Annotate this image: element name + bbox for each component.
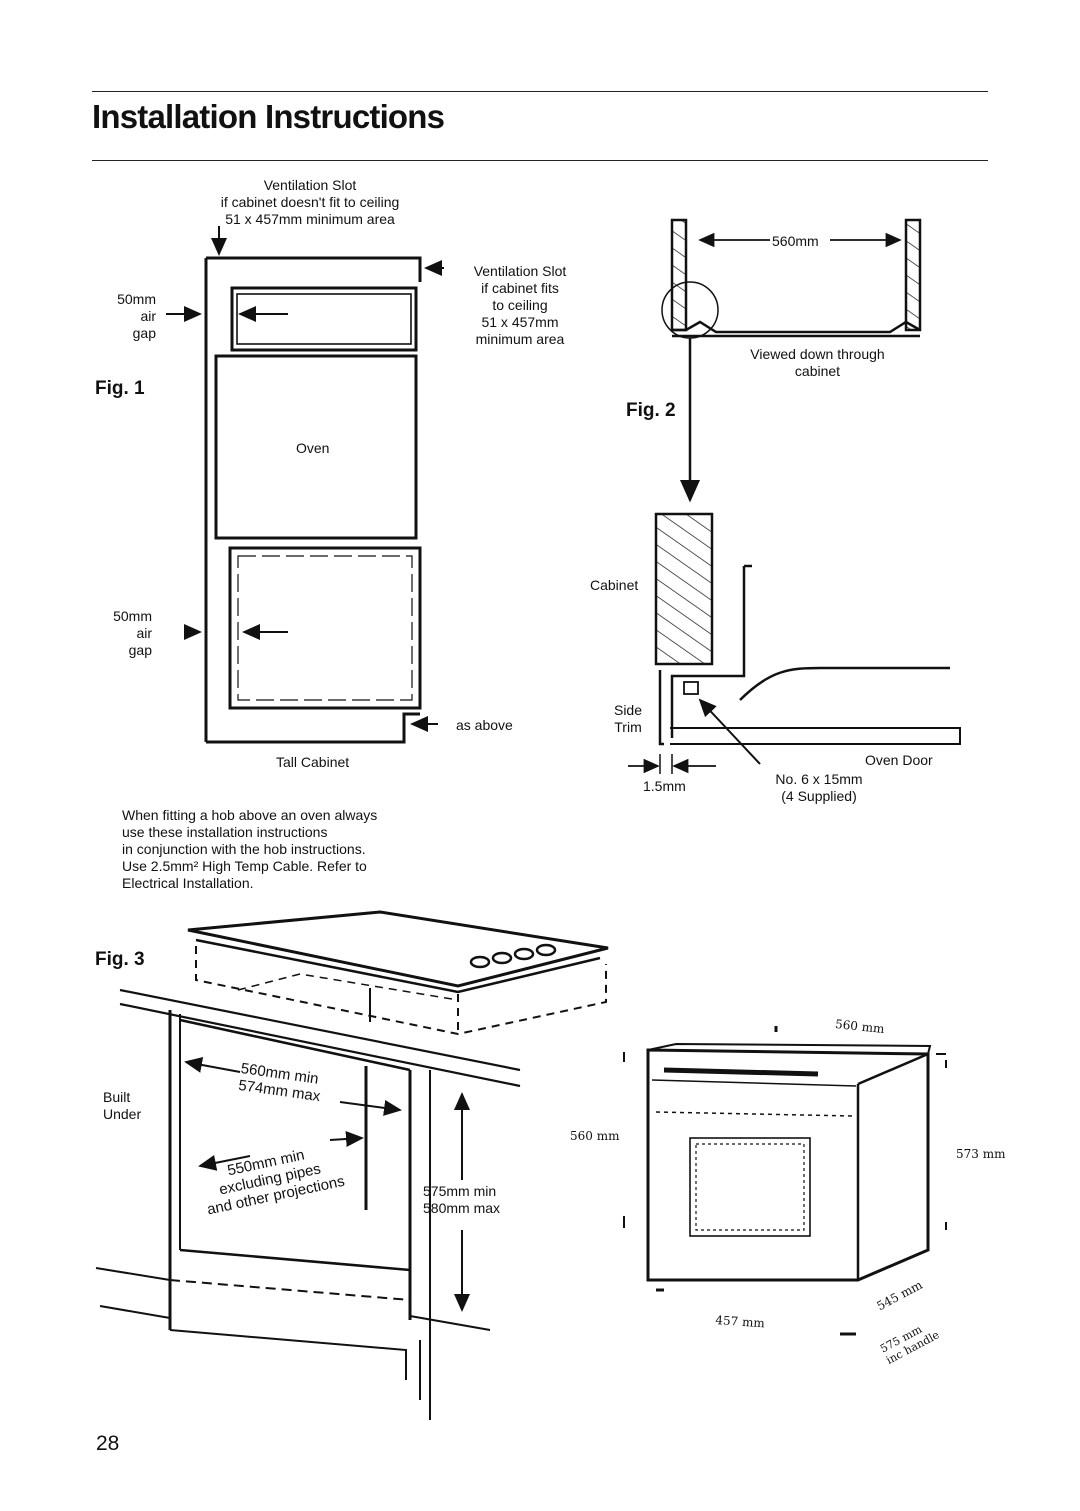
fig1-vent-top-line: Ventilation Slot [263,177,357,193]
fig1-arrows [166,226,444,732]
fig1-vent-right-label: Ventilation Slot if cabinet fits to ceil… [460,263,580,348]
note-line: in conjunction with the hob instructions… [122,841,366,857]
fig2-trim-thickness-label: 1.5mm [643,778,686,794]
oven-height-side-dim: 573 mm [956,1147,1006,1161]
fig1-vent-right-line: if cabinet fits [481,280,559,296]
oven-height-front-dim: 560 mm [570,1129,620,1143]
fig2-screws-label: No. 6 x 15mm (4 Supplied) [764,771,874,805]
fig1-vent-top-line: 51 x 457mm minimum area [225,211,395,227]
note-line: Use 2.5mm² High Temp Cable. Refer to [122,858,367,874]
fig3-height-line: 575mm min [423,1183,497,1199]
oven-depth-base-dim: 457 mm [714,1312,766,1331]
fig3-built-under-line: Built [103,1089,131,1105]
installation-note: When fitting a hob above an oven always … [122,807,377,892]
fig1-gap-line: air [136,625,152,641]
fig2-width-label: 560mm [772,233,819,249]
fig1-gap-line: 50mm [113,608,152,624]
note-line: When fitting a hob above an oven always [122,807,378,823]
fig1-vent-right-line: minimum area [475,331,565,347]
fig1-label: Fig. 1 [95,378,145,399]
fig1-gap-top-label: 50mm air gap [100,291,156,342]
fig2-oven-door-label: Oven Door [865,752,933,768]
fig2-viewed-line: cabinet [794,363,841,379]
fig1-vent-right-line: Ventilation Slot [473,263,567,279]
note-line: Electrical Installation. [122,875,254,891]
fig2-side-trim-label: Side Trim [606,702,650,736]
fig2-detail-drawing [628,512,961,774]
fig1-vent-top-label: Ventilation Slot if cabinet doesn't fit … [200,177,420,228]
fig1-vent-right-line: to ceiling [492,297,548,313]
fig1-vent-right-line: 51 x 457mm [481,314,559,330]
fig3-built-under-line: Under [103,1106,142,1122]
fig2-cabinet-label: Cabinet [590,577,639,593]
fig2-plan-drawing [661,218,922,503]
title-underline [92,160,988,161]
fig1-tall-cabinet-label: Tall Cabinet [276,754,350,770]
fig1-gap-line: 50mm [117,291,156,307]
fig1-tall-cabinet-drawing [204,256,422,744]
fig2-viewed-label: Viewed down through cabinet [730,346,905,380]
fig1-vent-top-line: if cabinet doesn't fit to ceiling [220,194,400,210]
top-rule [92,91,988,92]
fig2-label: Fig. 2 [626,400,676,421]
fig2-viewed-line: Viewed down through [750,346,885,362]
fig3-height-label: 575mm min 580mm max [423,1183,500,1217]
fig1-oven-label: Oven [296,440,330,456]
fig3-height-line: 580mm max [423,1200,501,1216]
fig2-screws-line: (4 Supplied) [781,788,857,804]
fig1-as-above-label: as above [456,717,513,733]
page-title: Installation Instructions [92,98,445,135]
page-number: 28 [96,1432,120,1455]
fig1-gap-line: air [140,308,156,324]
fig3-label: Fig. 3 [95,949,145,970]
fig2-screws-line: No. 6 x 15mm [775,771,863,787]
note-line: use these installation instructions [122,824,328,840]
fig1-gap-line: gap [132,325,156,341]
fig1-gap-bottom-label: 50mm air gap [100,608,152,659]
fig2-side-trim-line: Side [613,702,643,718]
fig2-side-trim-line: Trim [614,719,642,735]
oven-3d-drawing [623,1026,947,1336]
fig3-built-under-label: Built Under [103,1089,141,1123]
fig1-gap-line: gap [128,642,152,658]
fig3-hob-drawing [95,910,609,1420]
